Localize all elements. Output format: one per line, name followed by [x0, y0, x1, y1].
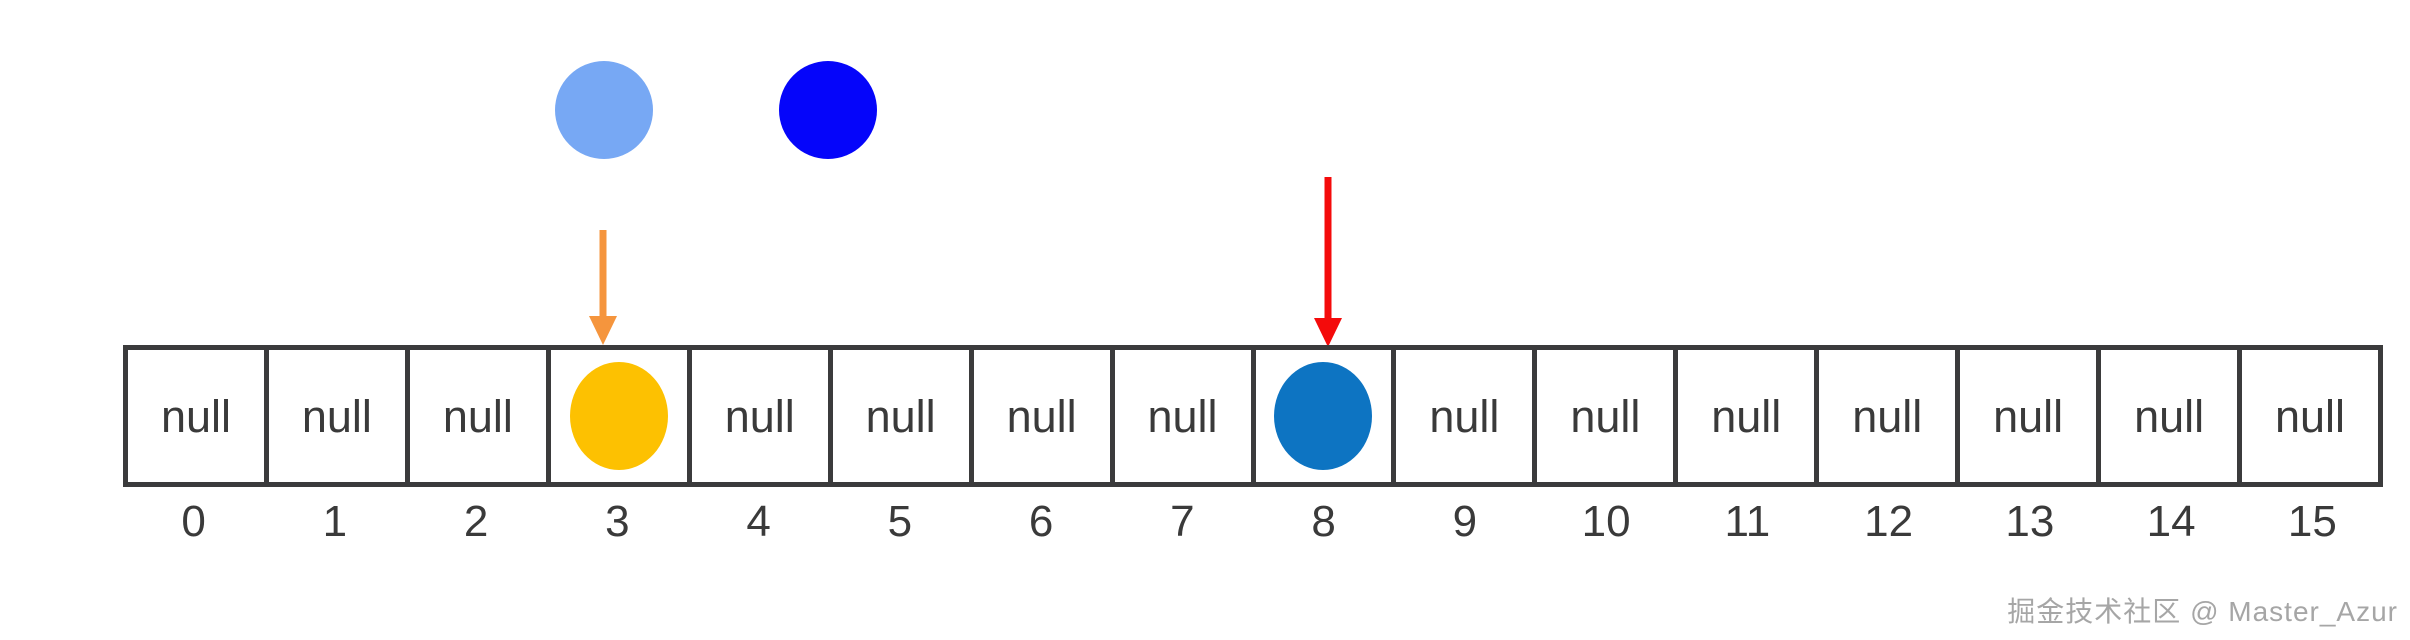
index-label-1: 1: [322, 497, 348, 546]
pending-light-blue-circle: [555, 61, 653, 159]
index-label-15: 15: [2287, 497, 2337, 546]
cell-value: null: [2134, 390, 2205, 442]
index-label-row: 0 1 2 3 4 5 6 7 8 9 10 11 12 13 14 15: [123, 496, 2383, 548]
index-label-12: 12: [1864, 497, 1914, 546]
array-cell-14: null: [2101, 350, 2243, 482]
cell-value: null: [1993, 390, 2064, 442]
index-label-3: 3: [605, 497, 630, 546]
cell-value: null: [442, 390, 513, 442]
index-label-9: 9: [1452, 497, 1478, 546]
array-cell-2: null: [410, 350, 551, 482]
array-cell-5: null: [833, 350, 974, 482]
array-cell-13: null: [1960, 350, 2102, 482]
cell-value: null: [1429, 390, 1500, 442]
index-label-8: 8: [1311, 497, 1336, 546]
array-cell-6: null: [974, 350, 1115, 482]
pending-dark-blue-circle: [779, 61, 877, 159]
cell-value: null: [1147, 390, 1218, 442]
array-cell-4: null: [692, 350, 833, 482]
array-container: null null null null null null null null: [123, 345, 2383, 487]
array-cell-11: null: [1678, 350, 1820, 482]
cell-value: null: [160, 390, 231, 442]
array-cell-15: null: [2242, 350, 2378, 482]
index-label-5: 5: [887, 497, 913, 546]
cell-value: null: [1006, 390, 1077, 442]
array-cell-12: null: [1819, 350, 1961, 482]
red-down-arrow: [1314, 177, 1342, 347]
index-label-4: 4: [746, 497, 771, 546]
index-label-14: 14: [2146, 497, 2196, 546]
cell-value: null: [724, 390, 795, 442]
cell-value: null: [2275, 390, 2346, 442]
array-cell-10: null: [1537, 350, 1679, 482]
index-label-2: 2: [463, 497, 489, 546]
array-cell-0: null: [128, 350, 269, 482]
index-label-7: 7: [1170, 497, 1195, 546]
orange-down-arrow: [589, 230, 617, 345]
cell-value: null: [1570, 390, 1641, 442]
index-label-0: 0: [181, 497, 206, 546]
watermark: 掘金技术社区 @ Master_Azur: [2007, 596, 2398, 627]
cell-yellow-circle: [569, 362, 668, 470]
index-label-10: 10: [1581, 497, 1631, 546]
cell-value: null: [301, 390, 372, 442]
index-label-13: 13: [2005, 497, 2055, 546]
array-cell-1: null: [269, 350, 410, 482]
cell-value: null: [1852, 390, 1923, 442]
cell-value: null: [1711, 390, 1782, 442]
array-cell-8: [1256, 350, 1397, 482]
array-cell-9: null: [1396, 350, 1538, 482]
index-label-11: 11: [1724, 497, 1771, 546]
array-cell-7: null: [1115, 350, 1256, 482]
cell-value: null: [865, 390, 936, 442]
cell-blue-circle: [1274, 362, 1373, 470]
array-cell-3: [551, 350, 692, 482]
index-label-6: 6: [1028, 497, 1054, 546]
